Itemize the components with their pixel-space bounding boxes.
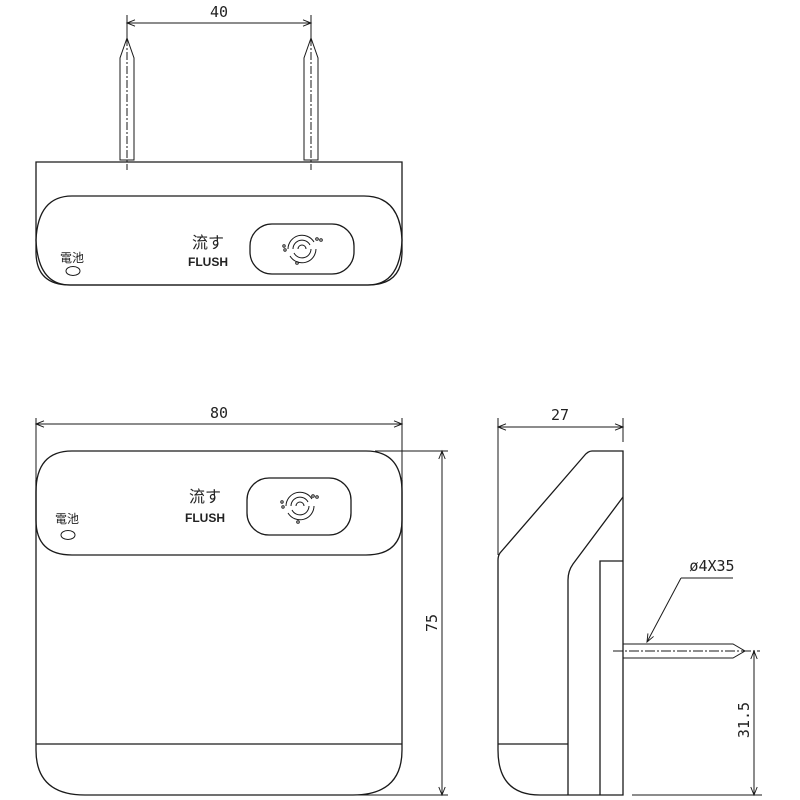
screw-left bbox=[119, 36, 135, 170]
swirl-icon bbox=[282, 234, 323, 265]
battery-led-icon-front bbox=[60, 530, 76, 540]
side-view: 27 ø4X35 31.5 bbox=[496, 406, 762, 797]
flush-button-top[interactable] bbox=[249, 223, 355, 275]
top-view: 40 電池 流す FLUSH bbox=[35, 3, 403, 286]
dimension-27-text: 27 bbox=[551, 406, 569, 424]
dimension-depth: 27 bbox=[496, 406, 625, 555]
side-outer-profile bbox=[497, 450, 624, 796]
flush-button-front[interactable] bbox=[246, 477, 352, 536]
front-panel bbox=[35, 450, 403, 556]
screw-spec-text: ø4X35 bbox=[689, 557, 734, 575]
dimension-screw-spacing: 40 bbox=[125, 3, 313, 38]
screw-spec-callout: ø4X35 bbox=[646, 557, 735, 644]
front-body-outline bbox=[35, 480, 403, 796]
flush-label-en: FLUSH bbox=[188, 255, 228, 269]
battery-label: 電池 bbox=[60, 251, 84, 265]
dimension-31-5-text: 31.5 bbox=[735, 702, 753, 738]
screw-right bbox=[303, 36, 319, 170]
battery-led-icon bbox=[65, 266, 81, 276]
dimension-80-text: 80 bbox=[210, 404, 228, 422]
dimension-75-text: 75 bbox=[423, 614, 441, 632]
dimension-height: 75 bbox=[350, 449, 448, 797]
dimension-width: 80 bbox=[34, 404, 404, 480]
top-front-panel bbox=[35, 195, 403, 286]
flush-label-jp-front: 流す bbox=[189, 487, 221, 506]
dimension-40-text: 40 bbox=[210, 3, 228, 21]
side-mount-plate bbox=[599, 560, 623, 795]
battery-label-front: 電池 bbox=[55, 512, 79, 526]
front-view: 80 75 電池 流す FLUSH bbox=[34, 404, 448, 797]
swirl-icon bbox=[280, 491, 319, 524]
flush-label-en-front: FLUSH bbox=[185, 511, 225, 525]
dimension-screw-height: 31.5 bbox=[632, 649, 762, 797]
flush-label-jp: 流す bbox=[192, 233, 224, 252]
side-inner-slope bbox=[567, 496, 624, 795]
side-screw bbox=[613, 643, 760, 659]
